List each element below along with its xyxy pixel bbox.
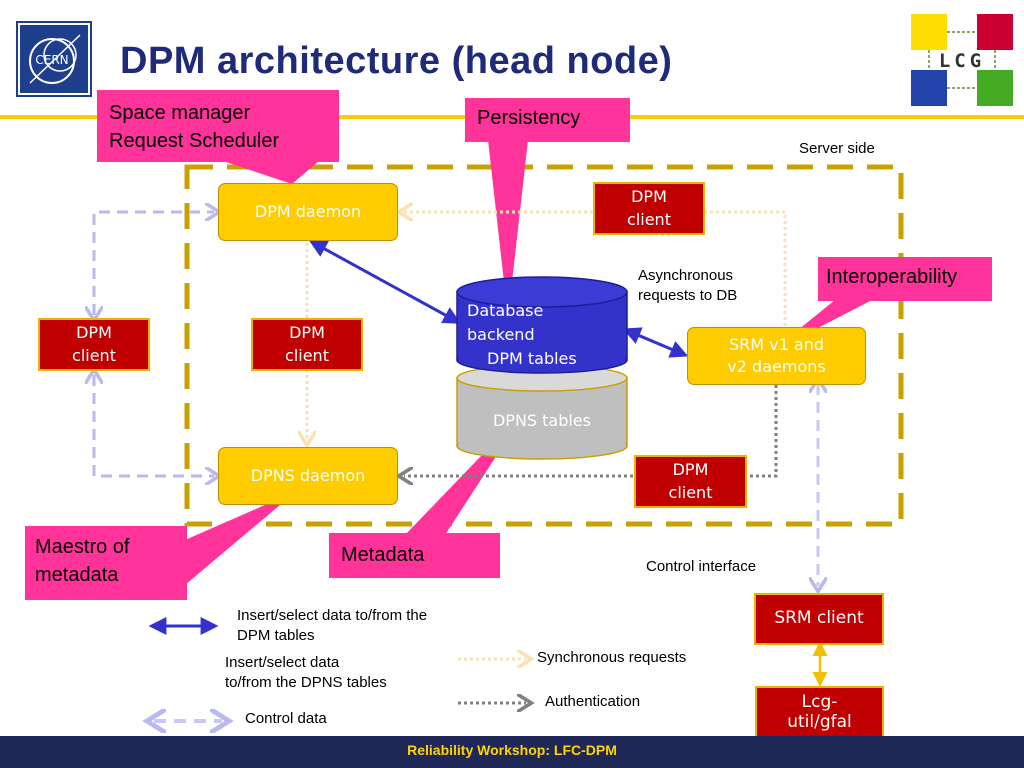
client-line: DPM — [289, 323, 325, 343]
database-backend-cylinder — [456, 276, 628, 374]
metadata-callout: Metadata — [329, 533, 500, 578]
lcg-line: Lcg- — [801, 691, 838, 712]
async-line: Asynchronous — [638, 267, 734, 284]
client-line: DPM — [631, 187, 667, 207]
legend-dpns-tables-text: Insert/select data to/from the DPNS tabl… — [225, 653, 387, 692]
srm-daemons-node: SRM v1 and v2 daemons — [687, 327, 866, 385]
footer-bar — [0, 736, 1024, 768]
dpm-client-bottom: DPM client — [634, 455, 747, 508]
dpm-tables-label: DPM tables — [487, 349, 577, 368]
dpns-daemon-node: DPNS daemon — [218, 447, 398, 505]
lcg-line: util/gfal — [787, 712, 852, 732]
auth-link — [404, 385, 778, 476]
dpm-client-mid: DPM client — [251, 318, 363, 371]
interoperability-pointer — [798, 300, 872, 330]
async-line: requests to DB — [638, 286, 738, 304]
srm-daemons-line: v2 daemons — [727, 357, 826, 376]
server-side-frame — [184, 164, 904, 527]
srm-daemons-line: SRM v1 and — [729, 334, 824, 354]
db-link-srm — [622, 327, 689, 358]
legend-line: to/from the DPNS tables — [225, 673, 387, 691]
cern-logo: CERN — [16, 21, 92, 97]
db-backend-line-1: Database — [467, 301, 543, 320]
legend-line: Insert/select data to/from the — [237, 607, 428, 624]
dpns-tables-label: DPNS tables — [493, 411, 591, 430]
sync-link-top — [404, 212, 787, 326]
space-manager-pointer — [220, 160, 320, 184]
server-side-label: Server side — [799, 140, 875, 157]
legend-line: Insert/select data — [225, 654, 340, 671]
callout-line: Maestro of — [35, 536, 130, 558]
legend-dpm-tables-text: Insert/select data to/from the DPM table… — [237, 606, 427, 645]
page-title: DPM architecture (head node) — [120, 40, 673, 82]
callout-line: Request Scheduler — [109, 130, 280, 152]
dpm-client-top: DPM client — [593, 182, 705, 235]
dpm-daemon-node: DPM daemon — [218, 183, 398, 241]
callout-line: Space manager — [109, 102, 251, 124]
footer-text: Reliability Workshop: LFC-DPM — [407, 742, 617, 758]
maestro-callout: Maestro of metadata — [25, 526, 187, 600]
lcg-logo: LCG — [911, 14, 1013, 106]
dpm-client-left: DPM client — [38, 318, 150, 371]
srm-client-node: SRM client — [754, 593, 884, 645]
db-link-dpm-daemon — [308, 240, 462, 324]
legend-sync-text: Synchronous requests — [537, 649, 687, 666]
control-link-top — [94, 212, 214, 315]
control-link-bottom — [94, 375, 214, 476]
callout-line: metadata — [35, 564, 119, 586]
client-line: client — [627, 209, 671, 229]
lcg-util-node: Lcg- util/gfal — [755, 686, 884, 738]
space-manager-callout: Space manager Request Scheduler — [97, 90, 339, 162]
client-line: DPM — [672, 460, 709, 480]
client-line: client — [285, 345, 329, 365]
persistency-callout: Persistency — [465, 98, 630, 142]
svg-text:CERN: CERN — [35, 53, 68, 67]
async-requests-label: Asynchronous requests to DB — [638, 266, 737, 305]
db-backend-line-2: backend — [467, 325, 535, 344]
svg-text:LCG: LCG — [939, 50, 985, 72]
client-line: client — [668, 482, 713, 502]
legend-auth-text: Authentication — [545, 693, 641, 710]
legend-control-data-text: Control data — [245, 710, 327, 727]
control-interface-label: Control interface — [646, 558, 757, 575]
client-line: client — [72, 345, 116, 365]
legend-line: DPM tables — [237, 626, 315, 644]
client-line: DPM — [76, 323, 112, 343]
maestro-pointer — [185, 505, 280, 585]
interoperability-callout: Interoperability — [818, 257, 992, 301]
